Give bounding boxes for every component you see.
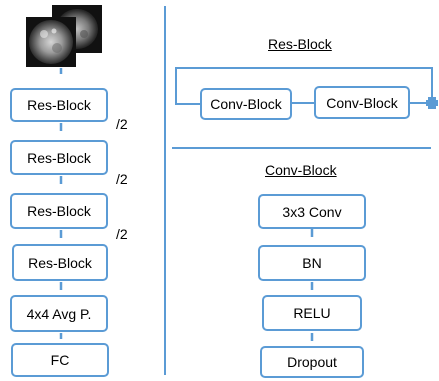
res-block-3-label: Res-Block xyxy=(27,203,91,219)
bn-label: BN xyxy=(302,255,322,271)
res-block-4-label: Res-Block xyxy=(28,254,92,271)
input-images-icon xyxy=(26,5,102,67)
res-conv-block-1: Conv-Block xyxy=(200,88,292,120)
conv-block-title: Conv-Block xyxy=(265,162,337,178)
res-block-2-label: Res-Block xyxy=(27,149,91,166)
dropout-label: Dropout xyxy=(287,354,337,370)
res-conv-block-2: Conv-Block xyxy=(314,86,410,119)
avg-pool-block: 4x4 Avg P. xyxy=(10,295,108,332)
add-icon xyxy=(426,97,438,109)
res-block-1-label: Res-Block xyxy=(27,97,91,113)
res-block-3: Res-Block xyxy=(10,193,108,229)
relu-layer: RELU xyxy=(262,295,362,331)
res-block-title: Res-Block xyxy=(268,36,332,52)
downsample-label-1: /2 xyxy=(116,116,128,132)
conv3x3-layer: 3x3 Conv xyxy=(258,194,366,229)
res-block-4: Res-Block xyxy=(12,244,108,281)
downsample-label-2: /2 xyxy=(116,171,128,187)
conv3x3-label: 3x3 Conv xyxy=(282,203,342,220)
downsample-label-3: /2 xyxy=(116,226,128,242)
fc-label: FC xyxy=(50,352,70,368)
skip-path xyxy=(175,67,433,105)
avg-pool-label: 4x4 Avg P. xyxy=(26,305,92,322)
skip-connection xyxy=(175,67,433,105)
fc-block: FC xyxy=(11,343,109,377)
res-conv-block-2-label: Conv-Block xyxy=(326,94,398,111)
relu-label: RELU xyxy=(293,305,331,321)
bn-layer: BN xyxy=(258,245,366,281)
res-block-2: Res-Block xyxy=(10,140,108,175)
dropout-layer: Dropout xyxy=(260,346,364,378)
res-block-1: Res-Block xyxy=(10,88,108,122)
res-conv-block-1-label: Conv-Block xyxy=(210,96,282,112)
